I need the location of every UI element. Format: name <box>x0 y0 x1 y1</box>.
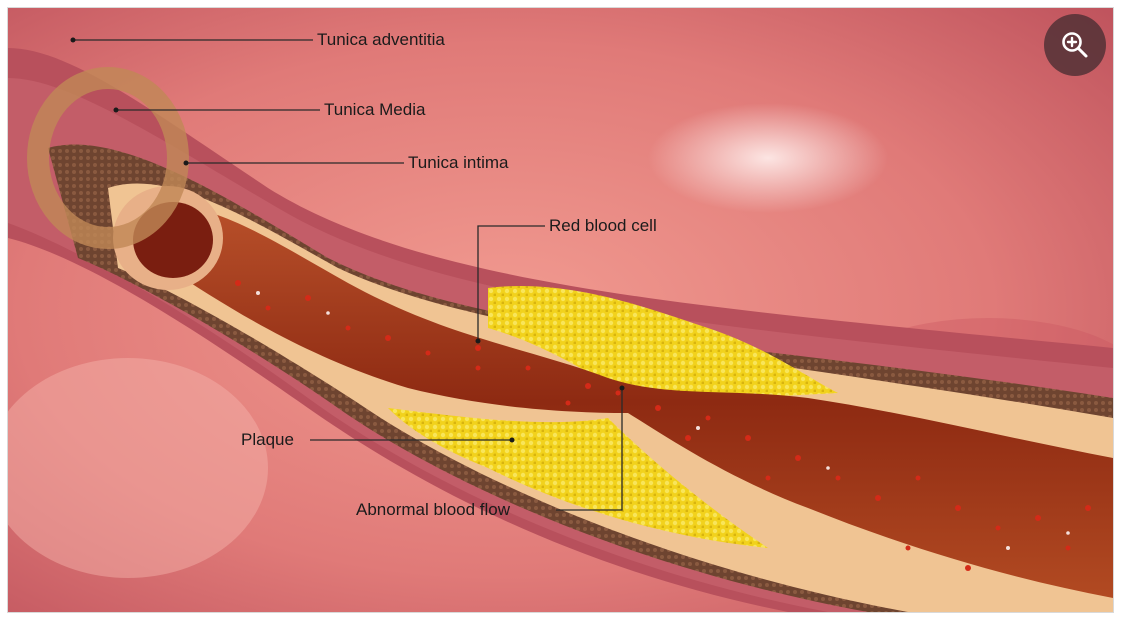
zoom-button[interactable] <box>1044 14 1106 76</box>
zoom-in-icon <box>1060 30 1090 60</box>
artery-illustration <box>8 8 1113 612</box>
label-abnormal-blood-flow: Abnormal blood flow <box>356 500 510 520</box>
label-tunica-media: Tunica Media <box>324 100 425 120</box>
illustration-frame: Tunica adventitia Tunica Media Tunica in… <box>8 8 1113 612</box>
label-tunica-adventitia: Tunica adventitia <box>317 30 445 50</box>
label-tunica-intima: Tunica intima <box>408 153 508 173</box>
label-plaque: Plaque <box>241 430 294 450</box>
label-red-blood-cell: Red blood cell <box>549 216 657 236</box>
